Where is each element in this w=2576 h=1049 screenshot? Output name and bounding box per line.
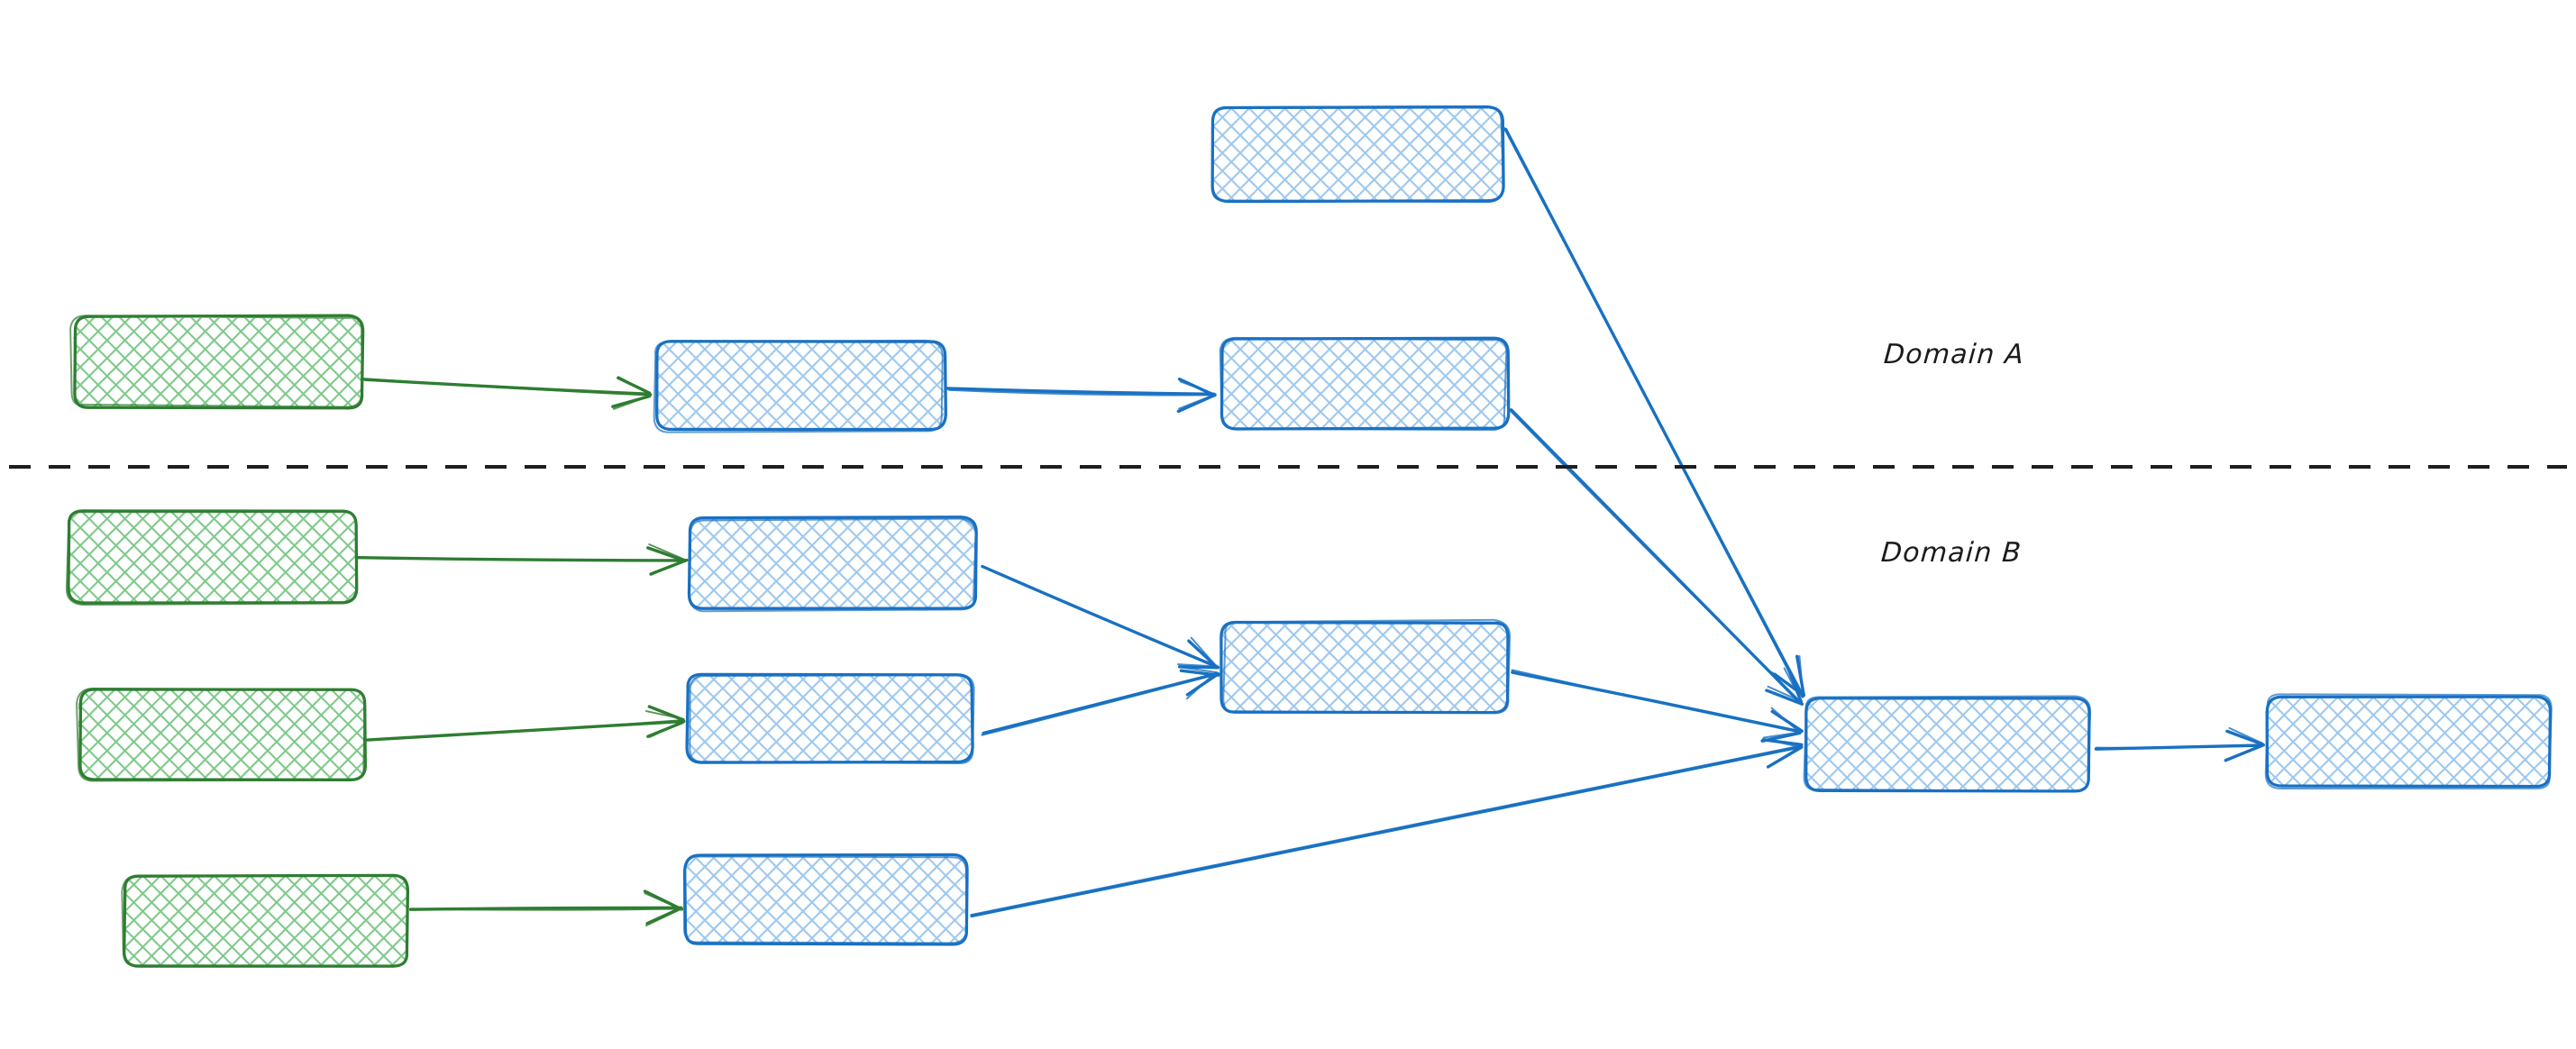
domain-b-source-box-3[interactable] — [121, 873, 410, 968]
edge-convergence-to-output — [2094, 726, 2265, 762]
edge-b-blue3-to-convergence — [970, 738, 1804, 918]
domain-b-process-box-1[interactable] — [687, 515, 978, 613]
edge-a-blue2-to-convergence — [1509, 408, 1804, 706]
domain-b-process-box-2[interactable] — [685, 672, 975, 765]
edge-b-green2-to-b-blue2 — [365, 705, 686, 742]
edge-merge-to-convergence — [1511, 669, 1804, 743]
edge-b-green3-to-b-blue3 — [408, 889, 684, 926]
domain-b-convergence-box[interactable] — [1803, 695, 2092, 793]
domain-b-label: Domain B — [1879, 537, 2023, 569]
edge-a-blue1-to-a-blue2 — [945, 377, 1218, 414]
node-layer — [65, 105, 2553, 968]
domain-b-source-box-1[interactable] — [65, 509, 359, 607]
domain-b-merge-box[interactable] — [1219, 618, 1512, 715]
domain-b-source-box-2[interactable] — [76, 687, 367, 782]
domain-a-label: Domain A — [1882, 339, 2026, 370]
edge-layer — [356, 126, 2265, 926]
edge-a-green1-to-a-blue1 — [362, 376, 653, 410]
domain-a-process-box-2[interactable] — [1219, 336, 1511, 432]
edge-a-top-to-convergence — [1503, 126, 1805, 698]
domain-a-source-box[interactable] — [69, 314, 365, 410]
domain-b-process-box-3[interactable] — [682, 853, 969, 946]
domain-a-process-box-1[interactable] — [653, 339, 947, 433]
edge-b-blue1-to-merge — [981, 564, 1220, 670]
domain-a-top-box[interactable] — [1210, 105, 1505, 204]
edge-b-green1-to-b-blue1 — [356, 543, 689, 576]
edge-b-blue2-to-merge — [981, 666, 1220, 736]
domain-b-output-box[interactable] — [2264, 693, 2553, 789]
